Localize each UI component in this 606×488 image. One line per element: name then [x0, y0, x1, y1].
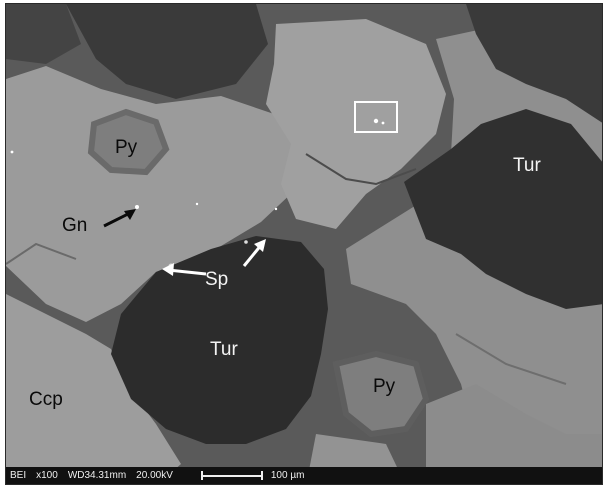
- label-tur-right: Tur: [513, 155, 541, 176]
- imaging-mode: BEI: [10, 470, 27, 481]
- scale-bar: [200, 471, 263, 480]
- inset-highlight-box: [354, 101, 398, 133]
- accelerating-voltage: 20.00kV: [136, 470, 173, 481]
- sem-micrograph: Py Gn Sp Tur Tur Ccp Py BEI x100 WD34.31…: [5, 3, 603, 485]
- sem-info-bar: BEI x100 WD34.31mm 20.00kV 100 µm: [6, 467, 602, 484]
- working-distance: WD34.31mm: [67, 470, 127, 481]
- label-py-bottom: Py: [373, 376, 396, 397]
- sp-arrow-left: [167, 268, 207, 276]
- label-py-top: Py: [115, 137, 138, 158]
- label-tur-center: Tur: [210, 339, 238, 360]
- bse-image: [6, 4, 602, 484]
- scale-label: 100 µm: [270, 470, 305, 481]
- magnification: x100: [36, 470, 58, 481]
- label-ccp: Ccp: [29, 389, 63, 410]
- label-sp: Sp: [205, 269, 229, 290]
- label-gn: Gn: [62, 215, 88, 236]
